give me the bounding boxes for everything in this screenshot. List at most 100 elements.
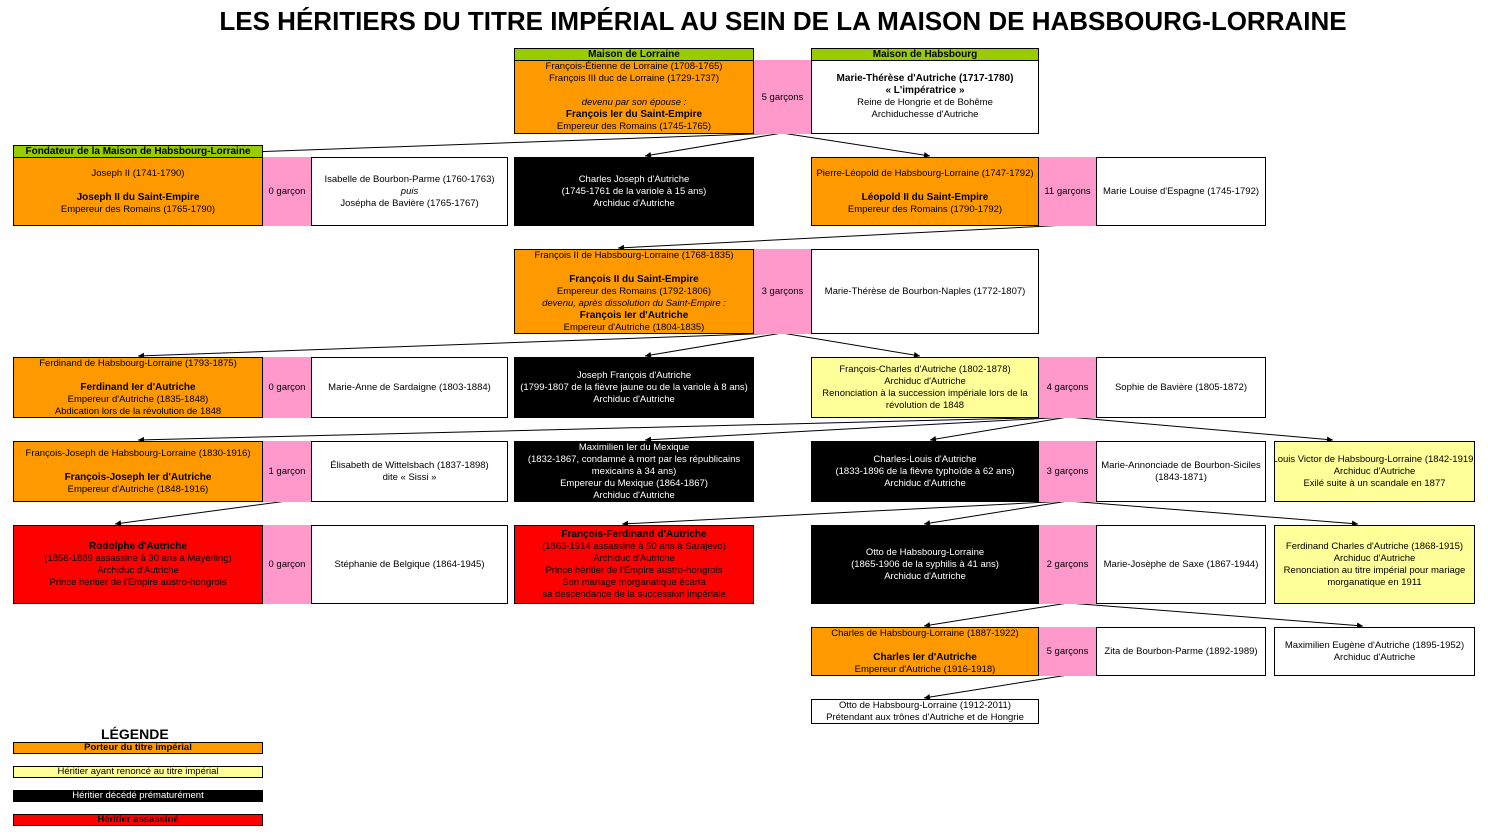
person-line: Empereur d'Autriche (1804-1835) xyxy=(563,321,705,333)
person-line: Exilé suite à un scandale en 1877 xyxy=(1303,477,1446,489)
person-line: Archiduc d'Autriche xyxy=(884,375,966,387)
connector-line xyxy=(137,416,1069,441)
children-count-leopold2: 11 garçons xyxy=(1039,157,1096,226)
person-line: Empereur des Romains (1765-1790) xyxy=(60,203,216,215)
connector-line xyxy=(114,500,288,525)
person-line: Maximilien Ier du Mexique xyxy=(578,441,690,453)
legend-item-assassinated: Héritier assassiné xyxy=(13,814,263,826)
person-line: Zita de Bourbon-Parme (1892-1989) xyxy=(1104,645,1258,657)
person-line: Renonciation au titre impérial pour mari… xyxy=(1283,564,1466,576)
arrowhead xyxy=(913,352,920,358)
children-count-charles1: 5 garçons xyxy=(1039,627,1096,676)
person-line: Empereur d'Autriche (1916-1918) xyxy=(854,663,996,675)
arrowhead xyxy=(1326,436,1333,443)
connector-line xyxy=(644,332,783,357)
person-line: Empereur des Romains (1792-1806) xyxy=(556,285,712,297)
person-line: devenu par son épouse : xyxy=(581,97,687,108)
person-line: François Ier du Saint-Empire xyxy=(565,109,703,120)
legend-item-early-death: Héritier décédé prématurément xyxy=(13,790,263,802)
person-ferdinand-charles: Ferdinand Charles d'Autriche (1868-1915)… xyxy=(1274,525,1475,604)
person-line: Charles-Louis d'Autriche xyxy=(873,453,977,465)
person-otto-2011: Otto de Habsbourg-Lorraine (1912-2011)Pr… xyxy=(811,699,1039,724)
person-line: François-Charles d'Autriche (1802-1878) xyxy=(839,363,1011,375)
person-line: Rodolphe d'Autriche xyxy=(89,540,187,552)
person-line: « L'impératrice » xyxy=(885,85,965,96)
arrowhead xyxy=(645,352,652,358)
person-line: Archiduc d'Autriche xyxy=(884,477,966,489)
person-line xyxy=(137,460,140,472)
person-francois-charles: François-Charles d'Autriche (1802-1878)A… xyxy=(811,357,1039,418)
children-count-otto: 2 garçons xyxy=(1039,525,1096,604)
children-count-rodolphe: 0 garçon xyxy=(263,525,311,604)
person-line: Prince héritier de l'Empire austro-hongr… xyxy=(49,576,227,588)
person-line: Joseph II du Saint-Empire xyxy=(76,191,200,203)
connector-line xyxy=(923,500,1069,525)
person-line: Prince héritier de l'Empire austro-hongr… xyxy=(545,564,723,576)
connector-line xyxy=(929,416,1069,441)
person-line: Joseph François d'Autriche xyxy=(576,369,692,381)
person-maximilien: Maximilien Ier du Mexique(1832-1867, con… xyxy=(514,441,754,502)
person-marie-josephe: Marie-Josèphe de Saxe (1867-1944) xyxy=(1096,525,1266,604)
children-count-joseph2: 0 garçon xyxy=(263,157,311,226)
person-sophie: Sophie de Bavière (1805-1872) xyxy=(1096,357,1266,418)
children-count-francois2: 3 garçons xyxy=(754,249,811,334)
person-line: Archiduc d'Autriche xyxy=(1333,465,1416,477)
person-louis-victor: Louis Victor de Habsbourg-Lorraine (1842… xyxy=(1274,441,1475,502)
person-line: sa descendance de la succession impérial… xyxy=(542,588,726,600)
person-line: François-Joseph de Habsbourg-Lorraine (1… xyxy=(25,447,251,459)
person-leopold2: Pierre-Léopold de Habsbourg-Lorraine (17… xyxy=(811,157,1039,226)
person-line xyxy=(137,180,140,192)
person-line: (1865-1906 de la syphilis à 41 ans) xyxy=(851,558,999,570)
person-line: (1832-1867, condamné à mort par les répu… xyxy=(527,453,741,465)
person-line: Empereur d'Autriche (1835-1848) xyxy=(67,393,209,405)
children-count-francois-charles: 4 garçons xyxy=(1039,357,1096,418)
person-otto: Otto de Habsbourg-Lorraine(1865-1906 de … xyxy=(811,525,1039,604)
connector-line xyxy=(621,500,1069,525)
arrowhead xyxy=(924,694,931,701)
person-line: Charles Joseph d'Autriche xyxy=(578,173,690,185)
person-line: Josépha de Bavière (1765-1767) xyxy=(340,197,479,209)
arrowhead xyxy=(924,520,931,527)
arrowhead xyxy=(930,436,937,442)
person-ferdinand1: Ferdinand de Habsbourg-Lorraine (1793-18… xyxy=(13,357,263,418)
person-line: Maximilien Eugène d'Autriche (1895-1952) xyxy=(1284,639,1465,651)
person-francois-etienne: François-Étienne de Lorraine (1708-1765)… xyxy=(514,60,754,134)
person-line: Archiduc d'Autriche xyxy=(1333,651,1416,663)
person-line: Archiduchesse d'Autriche xyxy=(871,109,979,120)
person-line: François Ier d'Autriche xyxy=(579,309,689,321)
connector-line xyxy=(644,132,783,157)
person-rodolphe: Rodolphe d'Autriche(1858-1889 assassiné … xyxy=(13,525,263,604)
person-line: François-Joseph Ier d'Autriche xyxy=(64,471,212,483)
connector-line xyxy=(137,332,783,357)
legend-item-imperial: Porteur du titre impérial xyxy=(13,742,263,754)
header-maison-habsbourg: Maison de Habsbourg xyxy=(811,48,1039,61)
person-line: François II du Saint-Empire xyxy=(569,273,699,285)
header-maison-lorraine: Maison de Lorraine xyxy=(514,48,754,61)
person-line: Marie-Thérèse d'Autriche (1717-1780) xyxy=(836,73,1014,84)
person-line: Reine de Hongrie et de Bohême xyxy=(857,97,993,108)
person-marie-therese-naples: Marie-Thérèse de Bourbon-Naples (1772-18… xyxy=(811,249,1039,334)
person-line xyxy=(924,640,927,652)
person-line: (1843-1871) xyxy=(1155,471,1207,483)
person-line: Pierre-Léopold de Habsbourg-Lorraine (17… xyxy=(816,167,1034,179)
person-line: Marie Louise d'Espagne (1745-1792) xyxy=(1102,185,1260,197)
person-line: Stéphanie de Belgique (1864-1945) xyxy=(334,558,485,570)
person-line: Renonciation à la succession impériale l… xyxy=(822,387,1028,399)
person-francois-ferdinand: François-Ferdinand d'Autriche(1863-1914 … xyxy=(514,525,754,604)
person-line: Ferdinand Charles d'Autriche (1868-1915) xyxy=(1285,540,1464,552)
person-line: Marie-Josèphe de Saxe (1867-1944) xyxy=(1103,558,1259,570)
person-line: Archiduc d'Autriche xyxy=(97,564,179,576)
person-stephanie: Stéphanie de Belgique (1864-1945) xyxy=(311,525,508,604)
connector-line xyxy=(1067,416,1334,441)
person-zita: Zita de Bourbon-Parme (1892-1989) xyxy=(1096,627,1266,676)
person-charles1: Charles de Habsbourg-Lorraine (1887-1922… xyxy=(811,627,1039,676)
person-line xyxy=(137,370,140,382)
person-line: Son mariage morganatique écarta xyxy=(562,576,706,588)
person-line: Marie-Thérèse de Bourbon-Naples (1772-18… xyxy=(824,285,1026,297)
arrowhead xyxy=(645,152,652,158)
person-line: Isabelle de Bourbon-Parme (1760-1763) xyxy=(324,173,495,185)
person-line: Empereur du Mexique (1864-1867) xyxy=(560,477,708,489)
person-line: Otto de Habsbourg-Lorraine xyxy=(865,546,985,558)
person-joseph-francois: Joseph François d'Autriche(1799-1807 de … xyxy=(514,357,754,418)
